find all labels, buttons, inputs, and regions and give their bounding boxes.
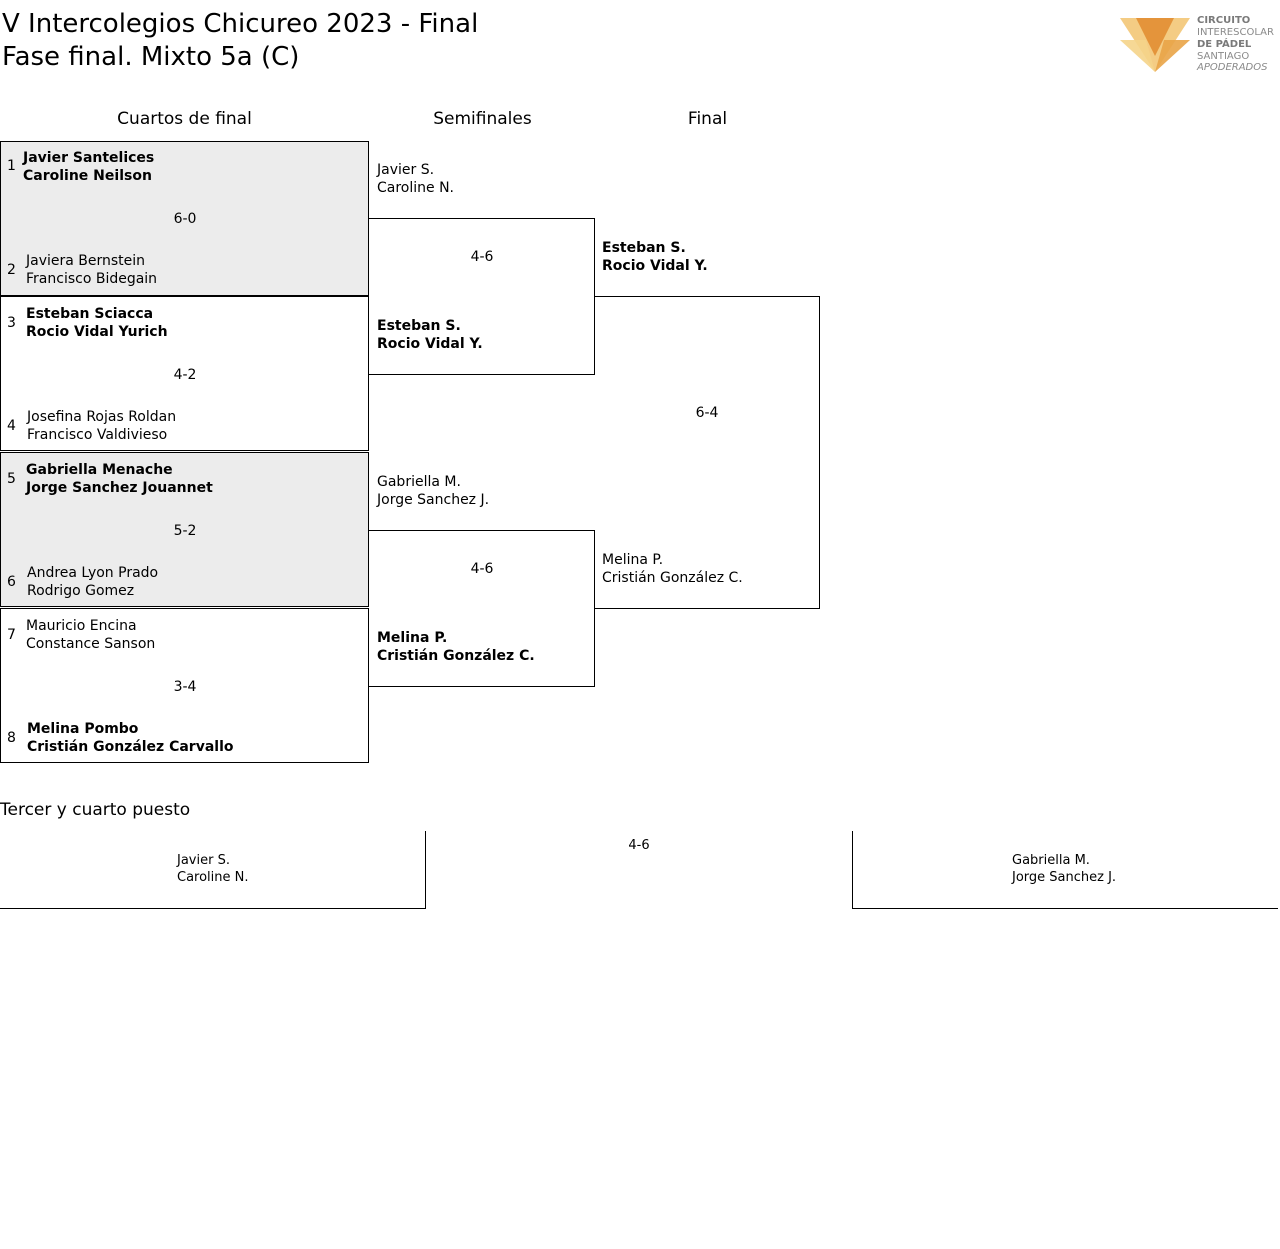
round-title-semis: Semifinales [433, 109, 532, 129]
player-name: Francisco Valdivieso [27, 427, 168, 443]
quarter-match-1: 1 Javier Santelices Caroline Neilson 6-0… [0, 141, 369, 296]
fox-triangle-logo-icon [1120, 18, 1190, 72]
seed-number: 7 [7, 627, 16, 643]
team-names: Esteban Sciacca Rocio Vidal Yurich [26, 305, 168, 341]
match-score: 5-2 [173, 523, 197, 539]
player-name: Rocio Vidal Y. [602, 258, 708, 274]
player-name: Gabriella Menache [26, 462, 173, 478]
team-names: Melina Pombo Cristián González Carvallo [27, 720, 234, 756]
player-name: Melina P. [377, 630, 448, 646]
semi-2-team-a: Gabriella M. Jorge Sanchez J. [377, 473, 489, 509]
bracket-line [852, 831, 853, 909]
player-name: Javier S. [177, 853, 230, 868]
player-name: Esteban S. [602, 240, 686, 256]
player-name: Gabriella M. [1012, 853, 1090, 868]
third-place-score: 4-6 [628, 838, 650, 853]
player-name: Gabriella M. [377, 474, 461, 490]
brand-logo: CIRCUITO INTERESCOLAR DE PÁDEL SANTIAGO … [1118, 14, 1280, 76]
seed-number: 2 [7, 262, 16, 278]
logo-line-5: APODERADOS [1197, 62, 1268, 73]
logo-line-3: DE PÁDEL [1197, 39, 1252, 50]
player-name: Caroline N. [177, 870, 249, 885]
player-name: Cristián González C. [602, 570, 743, 586]
player-name: Constance Sanson [26, 636, 156, 652]
seed-number: 3 [7, 315, 16, 331]
team-names: Gabriella Menache Jorge Sanchez Jouannet [26, 461, 213, 497]
logo-line-2: INTERESCOLAR [1197, 27, 1274, 38]
player-name: Jorge Sanchez Jouannet [26, 480, 213, 496]
bracket-line [819, 296, 820, 609]
seed-number: 4 [7, 418, 16, 434]
quarter-match-4: 7 Mauricio Encina Constance Sanson 3-4 8… [0, 608, 369, 763]
page-subtitle: Fase final. Mixto 5a (C) [2, 42, 300, 72]
player-name: Cristián González Carvallo [27, 739, 234, 755]
team-names: Josefina Rojas Roldan Francisco Valdivie… [27, 408, 176, 444]
player-name: Javier S. [377, 162, 435, 178]
bracket-line [594, 296, 820, 297]
player-name: Jorge Sanchez J. [377, 492, 490, 508]
seed-number: 5 [7, 471, 16, 487]
third-place-team-b: Gabriella M. Jorge Sanchez J. [1012, 852, 1116, 886]
player-name: Francisco Bidegain [26, 271, 158, 287]
seed-number: 1 [7, 158, 16, 174]
team-names: Mauricio Encina Constance Sanson [26, 617, 155, 653]
page-title: V Intercolegios Chicureo 2023 - Final [2, 9, 479, 39]
match-score: 3-4 [173, 679, 197, 695]
player-name: Javier Santelices [23, 150, 155, 166]
team-names: Javiera Bernstein Francisco Bidegain [26, 252, 157, 288]
bracket-line [369, 218, 595, 219]
semi-2-score: 4-6 [470, 561, 494, 577]
team-names: Javier Santelices Caroline Neilson [23, 149, 154, 185]
semi-1-team-a: Javier S. Caroline N. [377, 161, 454, 197]
final-score: 6-4 [695, 405, 719, 421]
player-name: Esteban Sciacca [26, 306, 154, 322]
team-names: Andrea Lyon Prado Rodrigo Gomez [27, 564, 158, 600]
player-name: Caroline Neilson [23, 168, 152, 184]
bracket-line [852, 908, 1278, 909]
quarter-match-3: 5 Gabriella Menache Jorge Sanchez Jouann… [0, 452, 369, 607]
player-name: Melina P. [602, 552, 664, 568]
player-name: Esteban S. [377, 318, 461, 334]
bracket-line [369, 686, 595, 687]
bracket-line [425, 831, 426, 909]
final-team-b: Melina P. Cristián González C. [602, 551, 743, 587]
semi-1-score: 4-6 [470, 249, 494, 265]
player-name: Caroline N. [377, 180, 455, 196]
round-title-final: Final [687, 109, 728, 129]
bracket-line [0, 908, 426, 909]
seed-number: 8 [7, 730, 16, 746]
semi-1-team-b: Esteban S. Rocio Vidal Y. [377, 317, 483, 353]
logo-line-1: CIRCUITO [1197, 15, 1251, 26]
logo-line-4: SANTIAGO [1197, 51, 1250, 62]
bracket-line [369, 530, 595, 531]
seed-number: 6 [7, 574, 16, 590]
player-name: Josefina Rojas Roldan [27, 409, 177, 425]
player-name: Cristián González C. [377, 648, 535, 664]
semi-2-team-b: Melina P. Cristián González C. [377, 629, 535, 665]
round-title-quarters: Cuartos de final [117, 109, 252, 129]
player-name: Rocio Vidal Yurich [26, 324, 168, 340]
match-score: 6-0 [173, 211, 197, 227]
final-team-a: Esteban S. Rocio Vidal Y. [602, 239, 708, 275]
match-score: 4-2 [173, 367, 197, 383]
bracket-line [369, 374, 595, 375]
player-name: Rocio Vidal Y. [377, 336, 483, 352]
third-place-title: Tercer y cuarto puesto [0, 800, 191, 820]
player-name: Andrea Lyon Prado [27, 565, 159, 581]
quarter-match-2: 3 Esteban Sciacca Rocio Vidal Yurich 4-2… [0, 296, 369, 451]
third-place-team-a: Javier S. Caroline N. [177, 852, 249, 886]
player-name: Jorge Sanchez J. [1012, 870, 1117, 885]
bracket-line [594, 608, 820, 609]
player-name: Melina Pombo [27, 721, 139, 737]
player-name: Mauricio Encina [26, 618, 137, 634]
player-name: Javiera Bernstein [26, 253, 146, 269]
player-name: Rodrigo Gomez [27, 583, 135, 599]
